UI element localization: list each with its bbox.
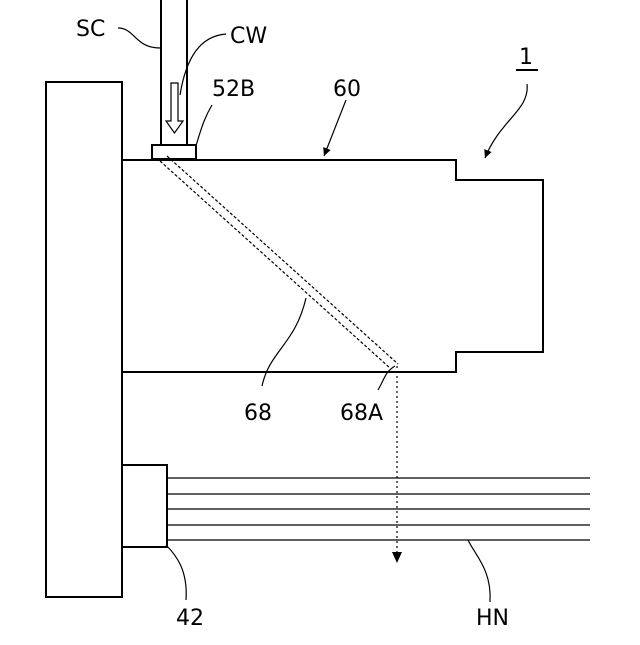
outlet-flow-arrow-head [392,552,402,563]
nozzle-tip-block [152,145,196,159]
inclined-channel-upper-edge [167,156,398,364]
leader-60 [324,100,346,156]
leader-sc [118,28,160,48]
leader-hn [468,540,490,602]
label-sc: SC [76,17,105,42]
label-68: 68 [244,401,272,426]
main-body-outline [122,160,543,372]
connector-block [122,465,167,547]
vertical-wall-plate [46,82,122,597]
label-60: 60 [333,77,361,102]
inclined-channel-lower-edge [160,161,390,368]
label-cw: CW [230,24,267,49]
leader-68a [378,366,395,390]
leader-1 [485,84,527,158]
label-hn: HN [476,606,509,631]
leader-52b [196,105,212,146]
label-42: 42 [176,606,204,631]
label-68a: 68A [340,401,383,426]
label-1: 1 [519,45,533,70]
label-52b: 52B [212,77,255,102]
leader-42 [166,545,186,600]
